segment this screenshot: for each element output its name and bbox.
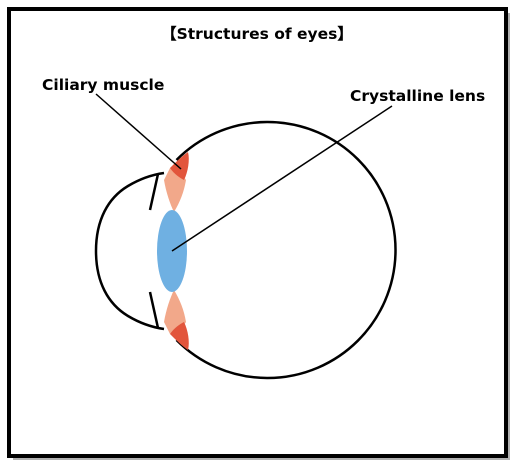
crystalline-lens-label: Crystalline lens (350, 87, 485, 105)
diagram-title: 【Structures of eyes】 (0, 22, 514, 44)
ciliary-muscle-label: Ciliary muscle (42, 76, 164, 94)
